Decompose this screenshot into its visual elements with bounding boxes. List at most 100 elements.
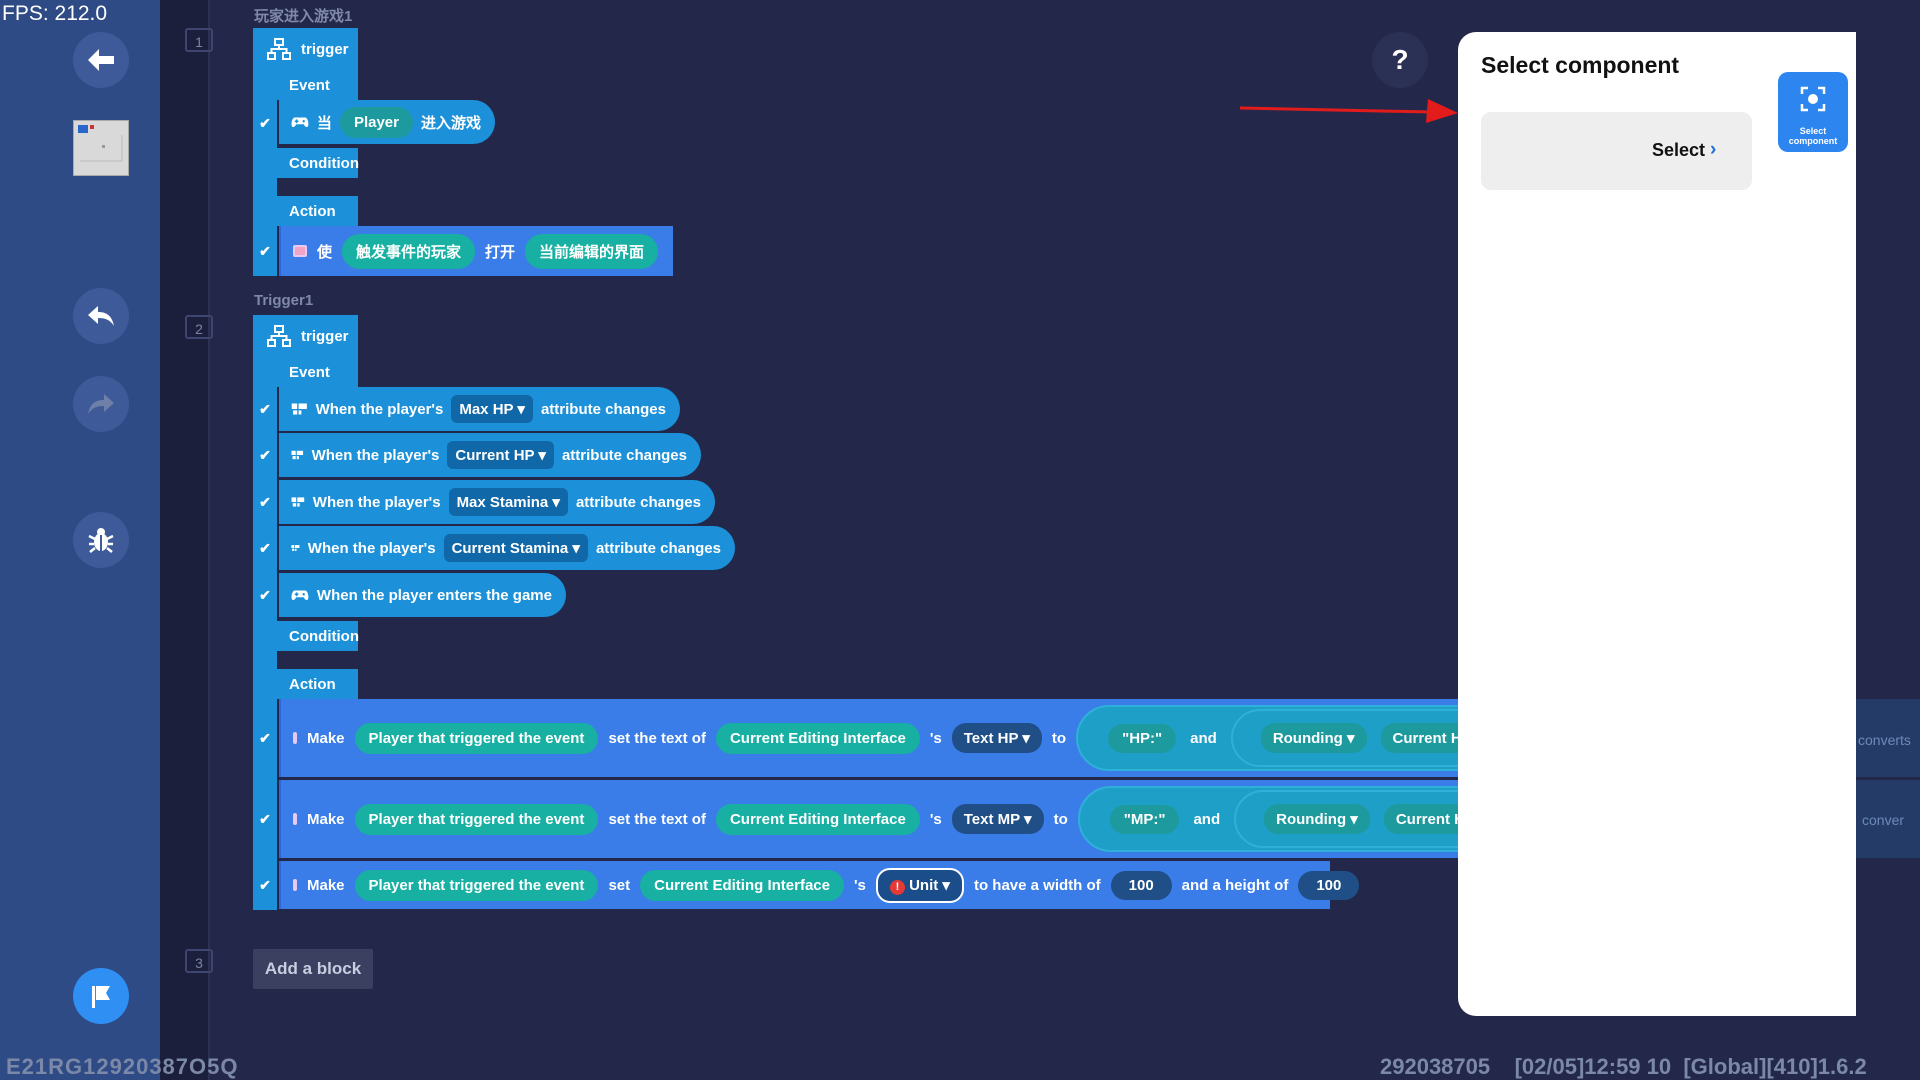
arrow-left-icon <box>88 49 114 71</box>
width-input[interactable]: 100 <box>1110 870 1172 900</box>
trigger-header[interactable]: trigger <box>253 315 358 357</box>
line-number: 1 <box>185 28 213 52</box>
debug-button[interactable] <box>73 512 129 568</box>
line-number: 2 <box>185 315 213 339</box>
warning-icon: ! <box>889 879 905 895</box>
trigger-header[interactable]: trigger <box>253 28 358 70</box>
action-word: 使 <box>317 243 333 261</box>
event-block[interactable]: When the player's Max Stamina ▾ attribut… <box>279 480 715 524</box>
and-word: and <box>1190 729 1217 747</box>
event-label: Event <box>289 76 330 94</box>
event-text: When the player's <box>311 446 440 464</box>
component-dropdown[interactable]: Text MP ▾ <box>951 804 1044 834</box>
component-value: Text HP <box>963 730 1019 747</box>
action-section: Action <box>253 669 358 699</box>
event-text: attribute changes <box>540 400 666 418</box>
action-block[interactable]: Make Player that triggered the event set… <box>279 861 1360 909</box>
action-block[interactable]: Make Player that triggered the event set… <box>279 699 1528 777</box>
back-button[interactable] <box>73 32 129 88</box>
run-button[interactable] <box>73 968 129 1024</box>
player-param[interactable]: Player that triggered the event <box>354 803 599 835</box>
action-block[interactable]: Make Player that triggered the event set… <box>279 780 1531 858</box>
interface-param[interactable]: Current Editing Interface <box>715 803 920 835</box>
component-value: Unit <box>909 876 939 894</box>
component-value: Text MP <box>963 811 1020 828</box>
enabled-check-icon[interactable]: ✔ <box>259 114 271 131</box>
trigger-group-title: Trigger1 <box>254 292 314 309</box>
function-value: Rounding <box>1276 811 1347 828</box>
map-thumbnail[interactable] <box>73 120 129 176</box>
attribute-value: Max Stamina <box>456 494 549 511</box>
select-component-box[interactable] <box>1481 112 1752 190</box>
enabled-check-icon[interactable]: ✔ <box>259 242 271 259</box>
enabled-check-icon[interactable]: ✔ <box>259 446 271 463</box>
concat-expression[interactable]: "HP:" and Rounding ▾ Current HP ▾ <box>1076 705 1528 771</box>
overflow-text: converts <box>1858 732 1911 748</box>
overflow-block <box>1856 780 1920 858</box>
add-block-button[interactable]: Add a block <box>253 949 373 989</box>
player-param[interactable]: Player <box>339 106 413 138</box>
interface-param[interactable]: Current Editing Interface <box>640 869 844 901</box>
enabled-check-icon[interactable]: ✔ <box>259 400 271 417</box>
event-text: When the player's <box>312 493 441 511</box>
player-param[interactable]: Player that triggered the event <box>354 869 599 901</box>
event-block[interactable]: When the player's Current HP ▾ attribute… <box>279 433 701 477</box>
event-word: 当 <box>316 114 332 132</box>
action-word: 's <box>929 810 942 828</box>
attribute-dropdown[interactable]: Current Stamina ▾ <box>443 534 588 562</box>
event-text: When the player's <box>307 539 436 557</box>
component-dropdown[interactable]: ! Unit ▾ <box>875 867 964 903</box>
event-block[interactable]: 当 Player 进入游戏 <box>279 100 495 144</box>
enabled-check-icon[interactable]: ✔ <box>259 493 271 510</box>
gamepad-icon <box>291 117 309 128</box>
height-input[interactable]: 100 <box>1298 870 1360 900</box>
action-word: set <box>608 876 631 894</box>
condition-label: Condition <box>289 154 359 172</box>
action-word: to <box>1051 729 1067 747</box>
attribute-dropdown[interactable]: Max Stamina ▾ <box>448 488 568 516</box>
build-info: 292038705 [02/05]12:59 10 [Global][410]1… <box>1380 1054 1867 1079</box>
component-dropdown[interactable]: Text HP ▾ <box>951 723 1042 753</box>
attribute-icon <box>291 497 305 507</box>
event-block[interactable]: When the player's Max HP ▾ attribute cha… <box>279 387 680 431</box>
attribute-dropdown[interactable]: Current HP ▾ <box>447 441 554 469</box>
block-spine <box>253 315 277 910</box>
action-label: Action <box>289 675 336 693</box>
enabled-check-icon[interactable]: ✔ <box>259 876 271 893</box>
attribute-dropdown[interactable]: Max HP ▾ <box>451 395 533 423</box>
enabled-check-icon[interactable]: ✔ <box>259 586 271 603</box>
red-arrow-icon <box>1240 99 1458 123</box>
redo-button[interactable] <box>73 376 129 432</box>
interface-icon <box>293 732 297 744</box>
function-value: Rounding <box>1272 730 1343 747</box>
event-section: Event <box>253 70 358 100</box>
interface-param[interactable]: Current Editing Interface <box>715 722 920 754</box>
player-param[interactable]: 触发事件的玩家 <box>342 233 476 269</box>
action-section: Action <box>253 196 358 226</box>
select-button[interactable]: Select <box>1652 140 1706 160</box>
string-literal[interactable]: "HP:" <box>1108 723 1177 753</box>
condition-section: Condition <box>253 621 359 651</box>
event-block[interactable]: When the player's Current Stamina ▾ attr… <box>279 526 735 570</box>
string-literal[interactable]: "MP:" <box>1109 804 1180 834</box>
enabled-check-icon[interactable]: ✔ <box>259 810 271 827</box>
enabled-check-icon[interactable]: ✔ <box>259 539 271 556</box>
select-component-tab[interactable] <box>1778 72 1848 152</box>
player-param[interactable]: Player that triggered the event <box>354 722 599 754</box>
interface-icon <box>293 813 297 825</box>
help-button[interactable]: ? <box>1372 32 1428 88</box>
action-word: Make <box>307 729 345 747</box>
interface-param[interactable]: 当前编辑的界面 <box>525 233 659 269</box>
attribute-icon <box>291 403 307 415</box>
action-word: and a height of <box>1181 876 1289 894</box>
function-dropdown[interactable]: Rounding ▾ <box>1264 804 1370 834</box>
undo-button[interactable] <box>73 288 129 344</box>
gutter-divider <box>208 0 210 1080</box>
flag-icon <box>92 986 110 1008</box>
function-dropdown[interactable]: Rounding ▾ <box>1260 723 1367 753</box>
enabled-check-icon[interactable]: ✔ <box>259 729 271 746</box>
event-block[interactable]: When the player enters the game <box>279 573 566 617</box>
action-block[interactable]: 使 触发事件的玩家 打开 当前编辑的界面 <box>279 226 673 276</box>
line-gutter <box>160 0 210 1080</box>
event-text: When the player enters the game <box>316 586 552 604</box>
